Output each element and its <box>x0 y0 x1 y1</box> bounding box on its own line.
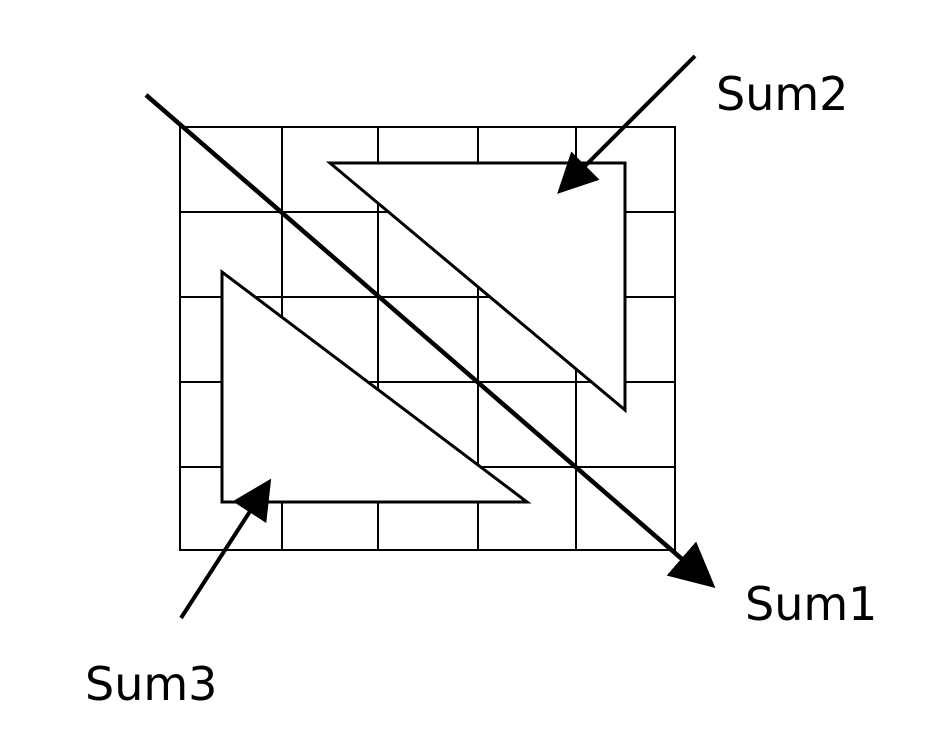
grid-border <box>179 126 676 551</box>
sum3-label: Sum3 <box>85 657 217 711</box>
sum2-label: Sum2 <box>716 67 848 121</box>
lower-triangle <box>220 268 532 504</box>
sum2-arrow <box>557 54 697 194</box>
sum3-arrow <box>179 478 272 620</box>
sum1-label: Sum1 <box>745 577 877 631</box>
sum1-diagonal-arrow <box>144 93 716 588</box>
upper-triangle <box>325 161 627 414</box>
